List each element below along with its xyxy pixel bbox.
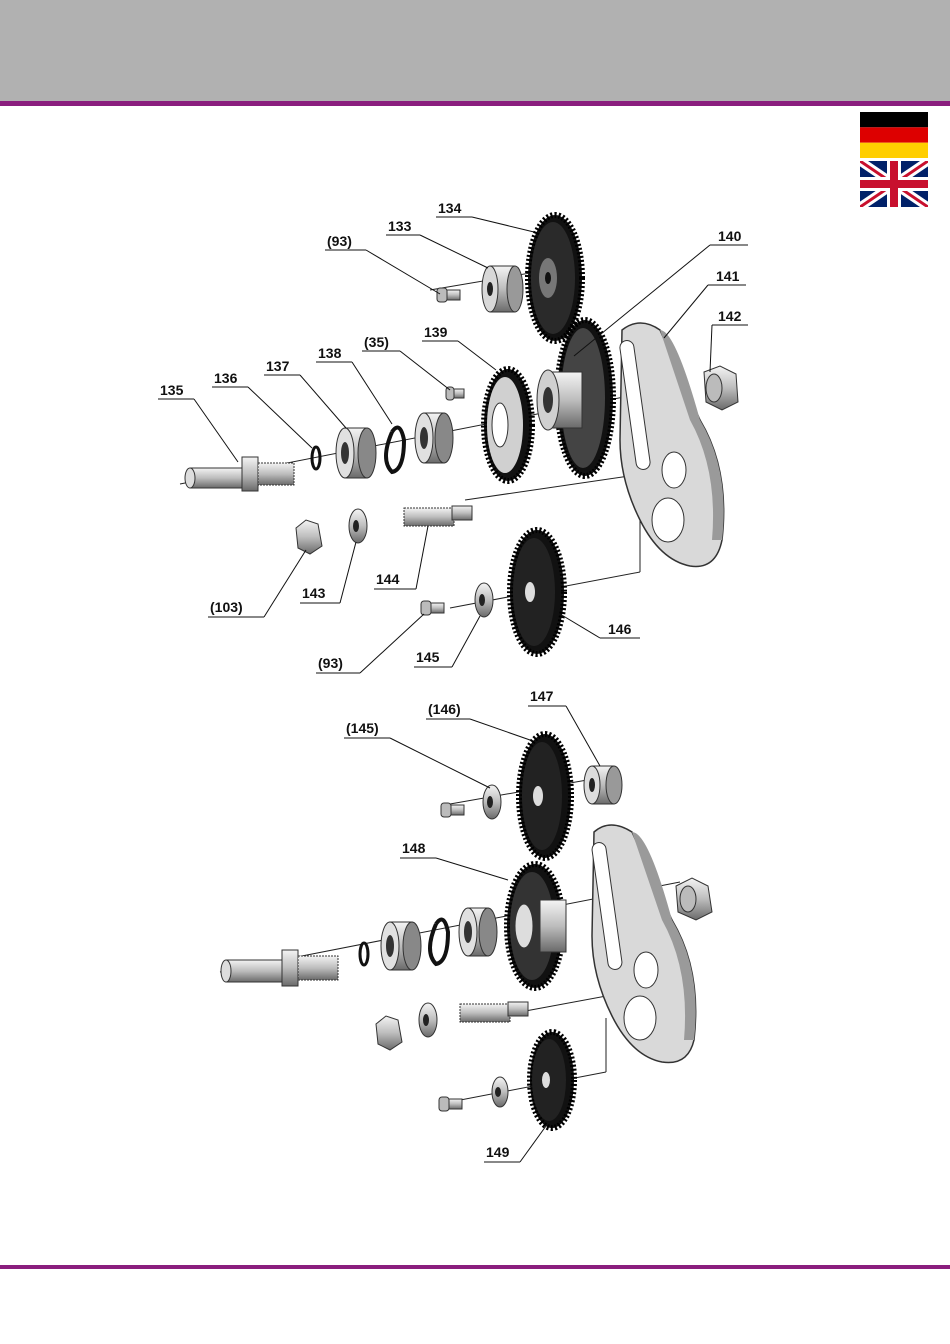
- label-138: 138: [318, 345, 342, 361]
- ring-bottom: [360, 943, 368, 965]
- label-35: (35): [364, 334, 389, 350]
- label-149: 149: [486, 1144, 510, 1160]
- top-assembly: 134 133 (93) 140 141 142 139 (35) 138 13…: [158, 200, 748, 673]
- gear-149: [530, 1032, 574, 1128]
- stud-bottom: [460, 1002, 528, 1022]
- screw-93-top: [437, 288, 460, 302]
- shaft-bottom: [221, 950, 338, 986]
- nut-bottom-right: [676, 878, 712, 920]
- nut-bottom-left: [376, 1016, 402, 1050]
- shaft-135: [185, 457, 294, 491]
- screw-bottom-low: [439, 1097, 462, 1111]
- label-135: 135: [160, 382, 184, 398]
- label-103: (103): [210, 599, 243, 615]
- bearing-bottom-left: [381, 922, 421, 970]
- screw-bottom-top: [441, 803, 464, 817]
- gear-148: [507, 864, 566, 988]
- label-145-ref: (145): [346, 720, 379, 736]
- label-139: 139: [424, 324, 448, 340]
- washer-143: [349, 509, 367, 543]
- label-133: 133: [388, 218, 412, 234]
- label-145: 145: [416, 649, 440, 665]
- washer-bottom: [419, 1003, 437, 1037]
- label-143: 143: [302, 585, 326, 601]
- label-136: 136: [214, 370, 238, 386]
- washer-bottom-2: [492, 1077, 508, 1107]
- label-134: 134: [438, 200, 462, 216]
- quadrant-arm-141: [619, 323, 724, 566]
- circlip-138: [386, 428, 404, 473]
- label-144: 144: [376, 571, 400, 587]
- bottom-assembly: 147 (146) (145) 148 149: [220, 688, 712, 1162]
- label-148: 148: [402, 840, 426, 856]
- circlip-bottom: [430, 920, 448, 965]
- bushing-147: [584, 766, 622, 804]
- label-93-top: (93): [327, 233, 352, 249]
- bushing-133: [482, 266, 523, 312]
- gear-146-bottom: [519, 734, 571, 858]
- label-137: 137: [266, 358, 290, 374]
- gear-146: [510, 530, 564, 654]
- quadrant-arm-bottom: [591, 825, 696, 1063]
- bearing-right: [415, 413, 453, 463]
- gear-140: [537, 320, 613, 476]
- label-146-ref: (146): [428, 701, 461, 717]
- label-146: 146: [608, 621, 632, 637]
- label-93-bottom: (93): [318, 655, 343, 671]
- washer-145: [475, 583, 493, 617]
- washer-145-bottom: [483, 785, 501, 819]
- label-141: 141: [716, 268, 740, 284]
- bearing-137: [336, 428, 376, 478]
- label-142: 142: [718, 308, 742, 324]
- nut-103: [296, 520, 322, 554]
- label-140: 140: [718, 228, 742, 244]
- gear-139: [484, 369, 532, 481]
- nut-142: [704, 366, 738, 410]
- stud-144: [404, 506, 472, 526]
- bearing-bottom-right: [459, 908, 497, 956]
- screw-93-bottom: [421, 601, 444, 615]
- label-147: 147: [530, 688, 554, 704]
- ring-136: [312, 447, 320, 469]
